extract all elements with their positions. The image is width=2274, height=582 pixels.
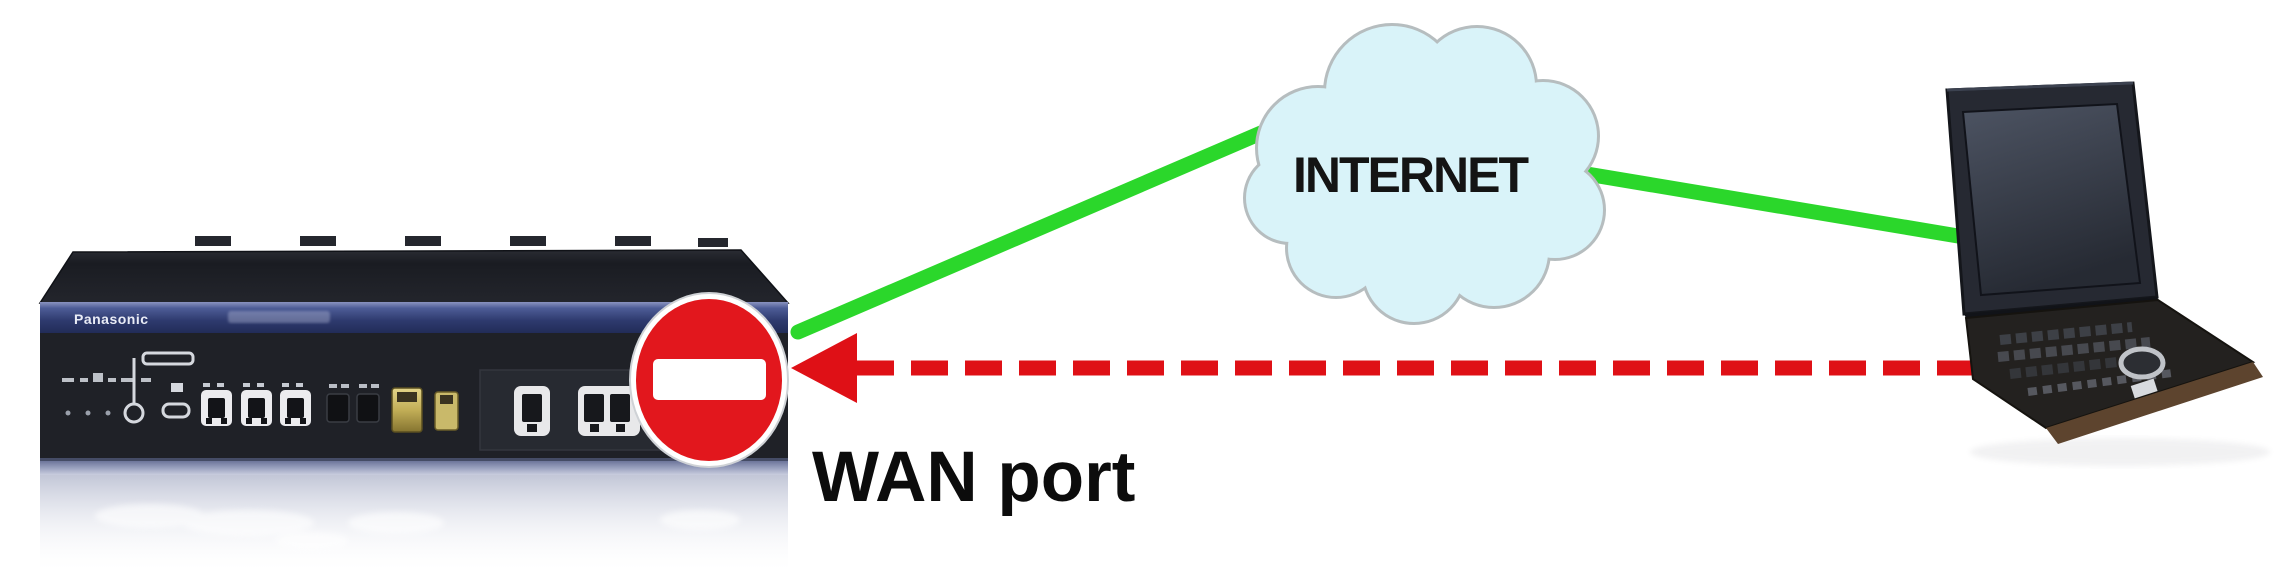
link-router-internet	[790, 122, 1276, 340]
router-bottom-trim	[40, 458, 788, 461]
router-bottom-band	[40, 461, 788, 475]
internet-label: INTERNET	[1293, 147, 1528, 203]
laptop-front-edge	[2046, 362, 2263, 444]
no-entry-bar	[653, 359, 766, 400]
blocked-arrowhead	[791, 333, 857, 403]
router-model-blur	[228, 311, 330, 323]
laptop-lid-highlight	[1946, 81, 2134, 92]
laptop-latch	[2130, 378, 2158, 399]
router-top-face	[38, 249, 790, 304]
router-rear-tabs	[195, 236, 728, 247]
router-rj11-ports	[201, 383, 311, 426]
router-led-cluster	[62, 373, 151, 416]
laptop	[1945, 81, 2270, 466]
laptop-shadow	[1970, 438, 2270, 466]
router-brand-label: Panasonic	[74, 311, 149, 327]
laptop-screen	[1961, 102, 2142, 297]
router-small-connectors	[326, 384, 380, 423]
router-panel-diagram	[123, 351, 195, 424]
router-reflection	[40, 475, 788, 575]
wan-port-label: WAN port	[812, 438, 1135, 517]
no-entry-icon	[629, 292, 789, 468]
router-yellow-ports	[391, 387, 459, 433]
link-laptop-wan-blocked	[791, 333, 2010, 403]
internet-cloud: INTERNET	[1243, 23, 1606, 325]
link-internet-laptop	[1567, 164, 1966, 244]
laptop-trackpoint-ring	[2118, 346, 2166, 380]
